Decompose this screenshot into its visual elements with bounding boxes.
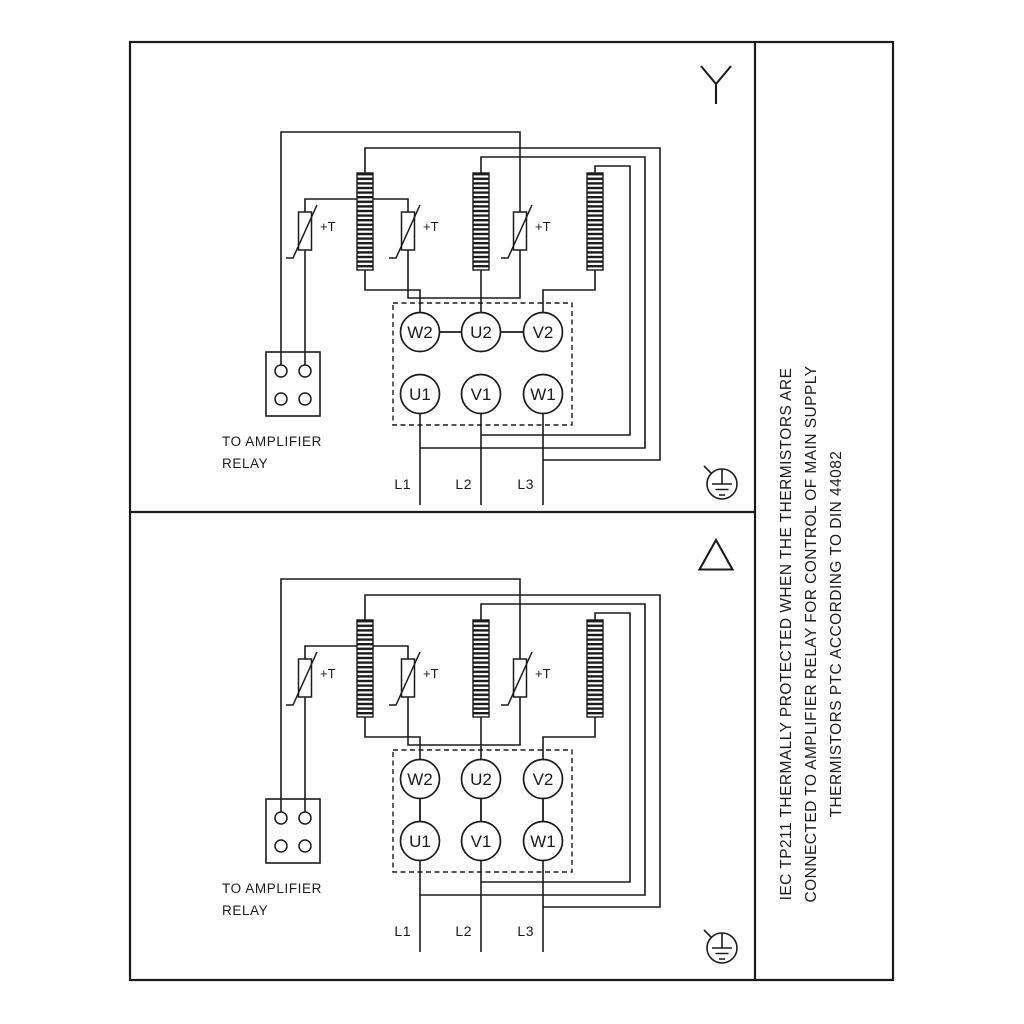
terminal-label: U2: [470, 770, 492, 789]
thermistor-label: +T: [535, 666, 551, 681]
relay-caption-line2: RELAY: [222, 903, 268, 918]
terminal-label: W2: [407, 770, 433, 789]
connector-pin: [274, 839, 288, 853]
connector-pin: [298, 392, 312, 406]
terminal-v1: [460, 820, 502, 862]
terminal-label: V1: [471, 832, 492, 851]
wire-thermistor-chain-lower: [407, 697, 521, 746]
wire-thermistor-chain-outer: [280, 578, 521, 812]
connector-pin: [274, 364, 288, 378]
wire-winding1-to-w2: [364, 717, 421, 760]
relay-caption-line1: TO AMPLIFIER: [222, 434, 322, 449]
wire-thermistor-chain-lower: [407, 250, 521, 299]
terminal-label: V2: [533, 770, 554, 789]
motor-winding-symbol: [586, 619, 604, 718]
supply-label-l3: L3: [517, 923, 534, 939]
connector-pin: [274, 392, 288, 406]
terminal-label: U1: [409, 385, 431, 404]
terminal-label: V2: [533, 323, 554, 342]
wire-winding3-to-v2: [542, 270, 596, 313]
terminal-u1: [399, 820, 441, 862]
motor-winding-symbol: [356, 172, 374, 271]
motor-winding-symbol: [472, 619, 490, 718]
terminal-v2: [522, 758, 564, 800]
wire-winding2-loop: [420, 156, 646, 449]
terminal-u2: [460, 311, 502, 353]
star-symbol-icon: [700, 65, 732, 104]
wire-thermistor-chain-outer: [280, 131, 521, 365]
terminal-label: W1: [530, 385, 556, 404]
wire-winding3-to-v2: [542, 717, 596, 760]
wire-winding3-loop: [481, 612, 631, 883]
thermistor-symbol: [388, 651, 421, 706]
terminal-label: W2: [407, 323, 433, 342]
relay-caption-line2: RELAY: [222, 456, 268, 471]
terminal-u2: [460, 758, 502, 800]
motor-winding-symbol: [472, 172, 490, 271]
wire-winding3-loop: [481, 165, 631, 436]
side-note-line2: CONNECTED TO AMPLIFIER RELAY FOR CONTROL…: [803, 366, 820, 903]
terminal-label: U1: [409, 832, 431, 851]
thermistor-symbol: [500, 651, 533, 706]
supply-label-l1: L1: [394, 923, 411, 939]
supply-label-l2: L2: [455, 476, 472, 492]
wire-winding1-loop: [364, 594, 661, 908]
connector-pin: [274, 811, 288, 825]
terminal-w1: [522, 373, 564, 415]
terminal-label: W1: [530, 832, 556, 851]
connector-pin: [298, 364, 312, 378]
side-note-line3: THERMISTORS PTC ACCORDING TO DIN 44082: [828, 451, 845, 818]
wire-winding1-to-w2: [364, 270, 421, 313]
connector-pin: [298, 839, 312, 853]
relay-connector-box: [265, 351, 321, 417]
star-connection-diagram: +T +T +T W2 U2 V2 U1 V1 W1 TO AMPLIFIER …: [222, 131, 661, 505]
thermistor-symbol: [285, 651, 318, 706]
motor-winding-symbol: [586, 172, 604, 271]
thermistor-symbol: [500, 204, 533, 259]
delta-connection-diagram: +T +T +T W2 U2 V2 U1 V1 W1 TO AMPLIFIER …: [222, 578, 661, 952]
wire-winding1-loop: [364, 147, 661, 461]
thermistor-label: +T: [423, 219, 439, 234]
terminal-label: U2: [470, 323, 492, 342]
connector-pin: [298, 811, 312, 825]
earth-ground-icon: [703, 929, 738, 964]
thermistor-label: +T: [320, 219, 336, 234]
thermistor-label: +T: [535, 219, 551, 234]
thermistor-symbol: [388, 204, 421, 259]
thermistor-symbol: [285, 204, 318, 259]
relay-connector-box: [265, 798, 321, 864]
terminal-v1: [460, 373, 502, 415]
wire-winding2-loop: [420, 603, 646, 896]
thermistor-label: +T: [423, 666, 439, 681]
terminal-board-outline: [392, 749, 573, 873]
supply-label-l3: L3: [517, 476, 534, 492]
thermistor-label: +T: [320, 666, 336, 681]
supply-label-l1: L1: [394, 476, 411, 492]
side-note-panel: IEC TP211 THERMALLY PROTECTED WHEN THE T…: [778, 366, 845, 903]
side-note-line1: IEC TP211 THERMALLY PROTECTED WHEN THE T…: [778, 368, 795, 901]
earth-ground-icon: [703, 465, 738, 500]
terminal-w2: [399, 758, 441, 800]
terminal-board-outline: [392, 302, 573, 426]
terminal-label: V1: [471, 385, 492, 404]
terminal-w1: [522, 820, 564, 862]
supply-label-l2: L2: [455, 923, 472, 939]
terminal-w2: [399, 311, 441, 353]
terminal-u1: [399, 373, 441, 415]
terminal-v2: [522, 311, 564, 353]
relay-caption-line1: TO AMPLIFIER: [222, 881, 322, 896]
delta-symbol-icon: [697, 537, 735, 571]
motor-winding-symbol: [356, 619, 374, 718]
